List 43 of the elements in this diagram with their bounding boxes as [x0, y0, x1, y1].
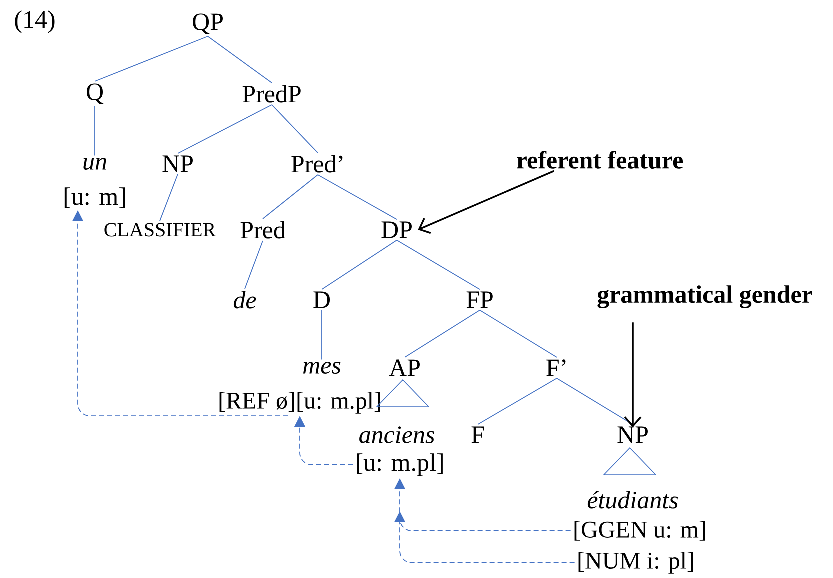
tree-label: DP	[382, 222, 412, 238]
tree-label: NP	[162, 156, 193, 172]
branch-line	[318, 174, 398, 220]
branch-line	[272, 104, 318, 154]
tree-label: FP	[466, 292, 493, 308]
branch-line	[478, 378, 558, 426]
branch-line	[404, 310, 480, 358]
branch-line	[178, 104, 272, 154]
branch-line	[322, 240, 398, 290]
word-label: un	[84, 158, 106, 170]
branch-line	[160, 174, 178, 222]
tree-label: PredP	[242, 85, 301, 103]
word-label: mes	[303, 362, 341, 374]
tree-label: D	[314, 292, 330, 308]
example-number: (14)	[15, 10, 55, 34]
tree-label: NP	[618, 426, 648, 444]
branch-line	[262, 174, 318, 220]
tree-label: AP	[389, 360, 420, 376]
tree-label: Pred	[240, 221, 286, 239]
tree-label: Q	[87, 84, 104, 104]
word-label: de	[234, 291, 256, 309]
feature-label: CLASSIFIER	[104, 223, 216, 237]
word-label: étudiants	[588, 491, 678, 509]
feature-label: [REF ø][u: m.pl]	[220, 392, 380, 414]
branch-line	[94, 36, 208, 82]
tree-label: QP	[193, 14, 223, 34]
tree-label: F’	[546, 360, 566, 376]
tree-label: Pred’	[292, 155, 343, 173]
branch-line	[244, 240, 264, 290]
tree-label: [u: m]	[64, 188, 126, 208]
feature-label: [NUM i: pl]	[578, 552, 694, 574]
tree-label: [u: m.pl]	[357, 454, 443, 476]
branch-line	[480, 310, 558, 358]
feature-label: [GGEN u: m]	[574, 521, 706, 541]
branch-line	[94, 106, 96, 156]
annotation-label: grammatical gender	[598, 286, 812, 308]
annotation-label: referent feature	[517, 151, 683, 169]
branch-line	[396, 240, 480, 290]
arrow	[418, 170, 555, 234]
tree-label: F	[472, 426, 484, 444]
branch-line	[208, 36, 272, 84]
word-label: anciens	[360, 426, 434, 444]
arrow	[624, 322, 642, 428]
